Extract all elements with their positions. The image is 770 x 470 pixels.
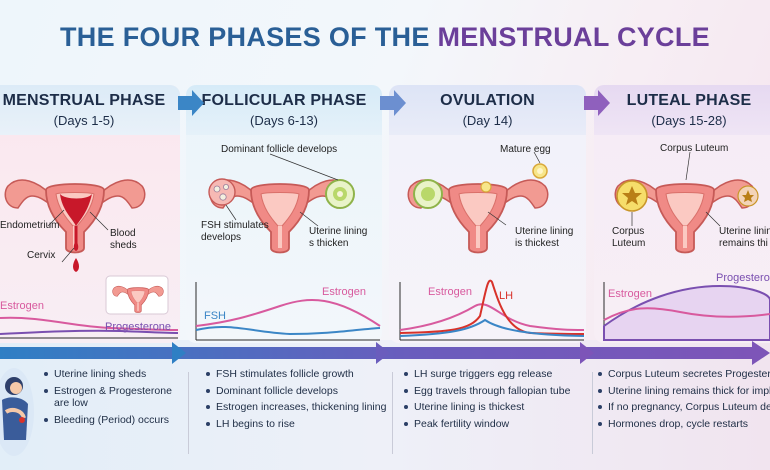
luteal-phase-title: LUTEAL PHASE: [626, 92, 752, 109]
ovulation-lh-label: LH: [499, 290, 514, 302]
list-item: Uterine lining is thickest: [404, 401, 570, 414]
list-item: Estrogen & Progesterone: [44, 385, 172, 398]
ovulation-bullets: LH surge triggers egg release Egg travel…: [404, 368, 570, 434]
follicular-phase-title: FOLLICULAR PHASE: [201, 92, 367, 109]
label-cervix: Cervix: [27, 250, 56, 261]
label-uterine-lining-thicken: Uterine lining s thicken: [309, 226, 368, 249]
hormone-curves: [0, 279, 770, 341]
follicular-fsh-curve: [195, 325, 381, 336]
title-part-2: MENSTRUAL CYCLE: [437, 22, 710, 52]
ovulation-fsh-curve: [399, 318, 585, 337]
label-dominant-follicle: Dominant follicle develops: [221, 144, 338, 155]
label-corpus-luteum-top: Corpus Luteum: [660, 143, 729, 154]
follicular-uterus-illustration: [208, 178, 355, 254]
list-item: Uterine lining sheds: [44, 368, 172, 381]
label-uterine-lining-thickest: Uterine lining is thickest: [515, 226, 574, 249]
ovulation-phase-header: OVULATION (Day 14): [389, 85, 586, 135]
label-mature-egg: Mature egg: [500, 144, 551, 155]
list-item: Corpus Luteum secretes Progesterone: [598, 368, 770, 381]
menstrual-phase-header: MENSTRUAL PHASE (Days 1-5): [0, 85, 180, 135]
label-blood-sheds: Blood sheds: [110, 228, 137, 251]
divider: [188, 372, 189, 454]
follicular-fsh-label: FSH: [204, 310, 226, 322]
divider: [392, 372, 393, 454]
menstrual-estrogen-label: Estrogen: [0, 300, 45, 312]
follicular-bullets: FSH stimulates follicle growth Dominant …: [206, 368, 386, 434]
label-uterine-lining-remains: Uterine lining remains thi: [719, 226, 770, 249]
ovulation-uterus-illustration: [407, 163, 549, 254]
timeline-arrowhead-3: [580, 342, 594, 364]
leader-lines: [47, 151, 721, 263]
timeline-arrowhead-2: [376, 342, 390, 364]
list-item: Bleeding (Period) occurs: [44, 414, 172, 427]
luteal-uterus-illustration: [614, 179, 759, 254]
page-title: THE FOUR PHASES OF THE MENSTRUAL CYCLE: [0, 22, 770, 53]
phase-arrow-2: [380, 90, 406, 116]
list-item-continuation: are low: [54, 397, 88, 409]
menstrual-progesterone-label: Progesterone: [105, 321, 172, 333]
luteal-estrogen-curve: [603, 307, 770, 321]
list-item: Uterine lining remains thick for implan: [598, 385, 770, 398]
luteal-estrogen-label: Estrogen: [608, 288, 653, 300]
follicular-phase-days: (Days 6-13): [250, 113, 318, 128]
follicular-phase-header: FOLLICULAR PHASE (Days 6-13): [186, 85, 382, 135]
list-item: LH surge triggers egg release: [404, 368, 570, 381]
list-item: Egg travels through fallopian tube: [404, 385, 570, 398]
ovulation-estrogen-curve: [399, 303, 585, 331]
luteal-progesterone-label: Progesterone: [716, 272, 770, 284]
list-item: Peak fertility window: [404, 418, 570, 431]
timeline-arrowhead-1: [172, 342, 186, 364]
list-item: LH begins to rise: [206, 418, 386, 431]
label-endometrium: Endometrium: [0, 220, 60, 231]
list-item: FSH stimulates follicle growth: [206, 368, 386, 381]
menstrual-uterus-illustration: [4, 179, 146, 272]
follicular-estrogen-curve: [195, 299, 381, 327]
phase-arrow-1: [178, 90, 204, 116]
list-item: Estrogen increases, thickening lining: [206, 401, 386, 414]
luteal-bullets: Corpus Luteum secretes Progesterone Uter…: [598, 368, 770, 434]
ovulation-estrogen-label: Estrogen: [428, 286, 473, 298]
follicular-estrogen-label: Estrogen: [322, 286, 367, 298]
luteal-phase-days: (Days 15-28): [651, 113, 727, 128]
list-item: If no pregnancy, Corpus Luteum deg: [598, 401, 770, 414]
label-corpus-luteum-left: Corpus Luteum: [612, 226, 646, 249]
menstrual-estrogen-curve: [0, 316, 179, 331]
luteal-phase-header: LUTEAL PHASE (Days 15-28): [594, 85, 770, 135]
bottom-band: [0, 340, 770, 470]
menstrual-progesterone-curve: [0, 329, 179, 335]
follicular-phase-panel: FOLLICULAR PHASE (Days 6-13): [186, 85, 382, 343]
divider: [592, 372, 593, 454]
list-item: Dominant follicle develops: [206, 385, 386, 398]
woman-cramps-icon: [0, 368, 34, 456]
menstrual-bullets: Uterine lining sheds Estrogen & Progeste…: [44, 368, 172, 430]
title-part-1: THE FOUR PHASES OF THE: [60, 22, 438, 52]
timeline-arrowhead-4: [752, 341, 770, 365]
menstrual-phase-title: MENSTRUAL PHASE: [2, 92, 166, 109]
ovulation-phase-days: (Day 14): [462, 113, 513, 128]
label-fsh-stimulates: FSH stimulates develops: [201, 220, 269, 243]
phase-arrow-3: [584, 90, 610, 116]
list-item: Hormones drop, cycle restarts: [598, 418, 770, 431]
ovulation-phase-title: OVULATION: [440, 92, 535, 109]
menstrual-phase-days: (Days 1-5): [53, 113, 115, 128]
